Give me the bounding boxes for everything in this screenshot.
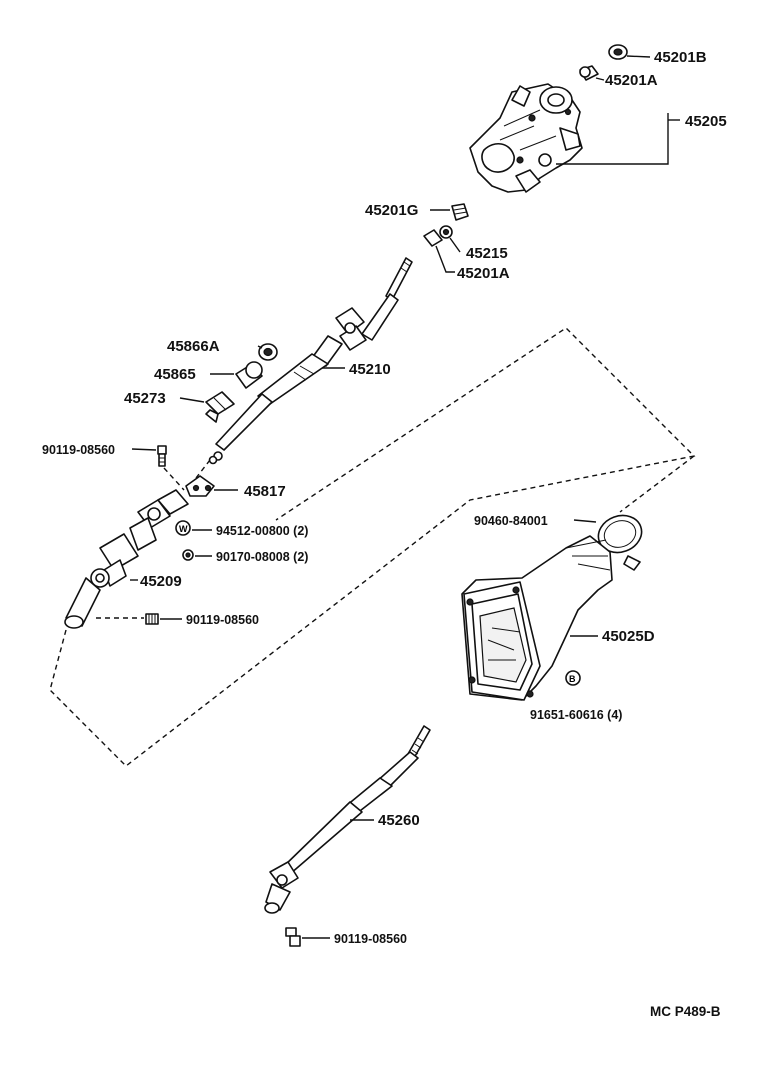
column-housing-45205-drawing: [469, 83, 583, 193]
label-45205: 45205: [685, 113, 727, 130]
bushing-45201B-drawing: [608, 44, 628, 60]
label-90119-mid: 90119-08560: [186, 613, 259, 627]
label-45273: 45273: [124, 390, 166, 407]
dust-boot-45025D-drawing: [461, 535, 613, 701]
nut-90170-drawing: [182, 549, 194, 561]
label-45865: 45865: [154, 366, 196, 383]
bushing-45201A-mid-drawing: [423, 229, 443, 247]
bolt-90119-top-drawing: [157, 445, 167, 467]
collar-45273-drawing: [205, 391, 235, 423]
label-45025D: 45025D: [602, 628, 655, 645]
svg-text:B: B: [569, 674, 576, 684]
label-91651: 91651-60616 (4): [530, 708, 622, 722]
assembly-dashed-boundary: [49, 327, 696, 767]
label-90460: 90460-84001: [474, 514, 548, 528]
bushing-45865-drawing: [235, 361, 263, 389]
main-shaft-45210-drawing: [208, 257, 413, 465]
label-45201A-top: 45201A: [605, 72, 658, 89]
label-45260: 45260: [378, 812, 420, 829]
label-45817: 45817: [244, 483, 286, 500]
bearing-45215-drawing: [439, 225, 453, 239]
yoke-clamp-45817-drawing: [185, 475, 215, 497]
bushing-45201A-top-drawing: [579, 65, 599, 81]
intermediate-shaft-45209-drawing: [64, 489, 189, 629]
ring-45866A-drawing: [258, 343, 278, 361]
washer-94512-drawing: W: [175, 520, 191, 536]
bolt-91651-drawing: B: [565, 670, 581, 686]
spring-45201G-drawing: [451, 203, 469, 221]
bolt-90119-bot-drawing: [285, 927, 301, 947]
svg-text:W: W: [179, 524, 188, 534]
label-90170: 90170-08008 (2): [216, 550, 308, 564]
label-90119-bot: 90119-08560: [334, 932, 407, 946]
diagram-code: MC P489-B: [650, 1004, 721, 1019]
label-45215: 45215: [466, 245, 508, 262]
label-45210: 45210: [349, 361, 391, 378]
label-45866A: 45866A: [167, 338, 220, 355]
label-45201G: 45201G: [365, 202, 418, 219]
lower-shaft-45260-drawing: [264, 725, 431, 914]
label-90119-top: 90119-08560: [42, 443, 115, 457]
label-45201A-mid: 45201A: [457, 265, 510, 282]
housing-bracket-line: [556, 113, 669, 165]
bolt-90119-mid-drawing: [145, 613, 159, 625]
label-45209: 45209: [140, 573, 182, 590]
label-45201B: 45201B: [654, 49, 707, 66]
label-94512: 94512-00800 (2): [216, 524, 308, 538]
